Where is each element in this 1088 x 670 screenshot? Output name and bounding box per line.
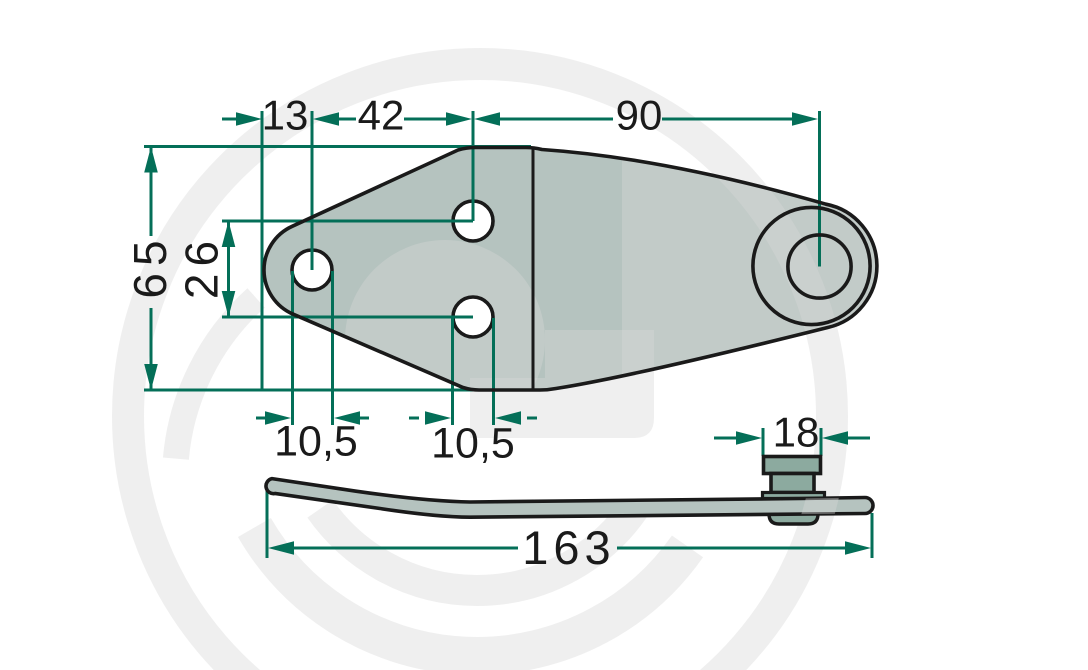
svg-text:18: 18 <box>773 408 820 455</box>
svg-text:13: 13 <box>262 91 309 138</box>
svg-text:163: 163 <box>522 521 615 574</box>
svg-text:26: 26 <box>175 234 227 299</box>
svg-text:42: 42 <box>358 91 405 138</box>
svg-text:65: 65 <box>124 233 176 298</box>
svg-text:10,5: 10,5 <box>274 418 358 466</box>
svg-text:90: 90 <box>616 91 663 138</box>
svg-text:10,5: 10,5 <box>431 420 515 468</box>
